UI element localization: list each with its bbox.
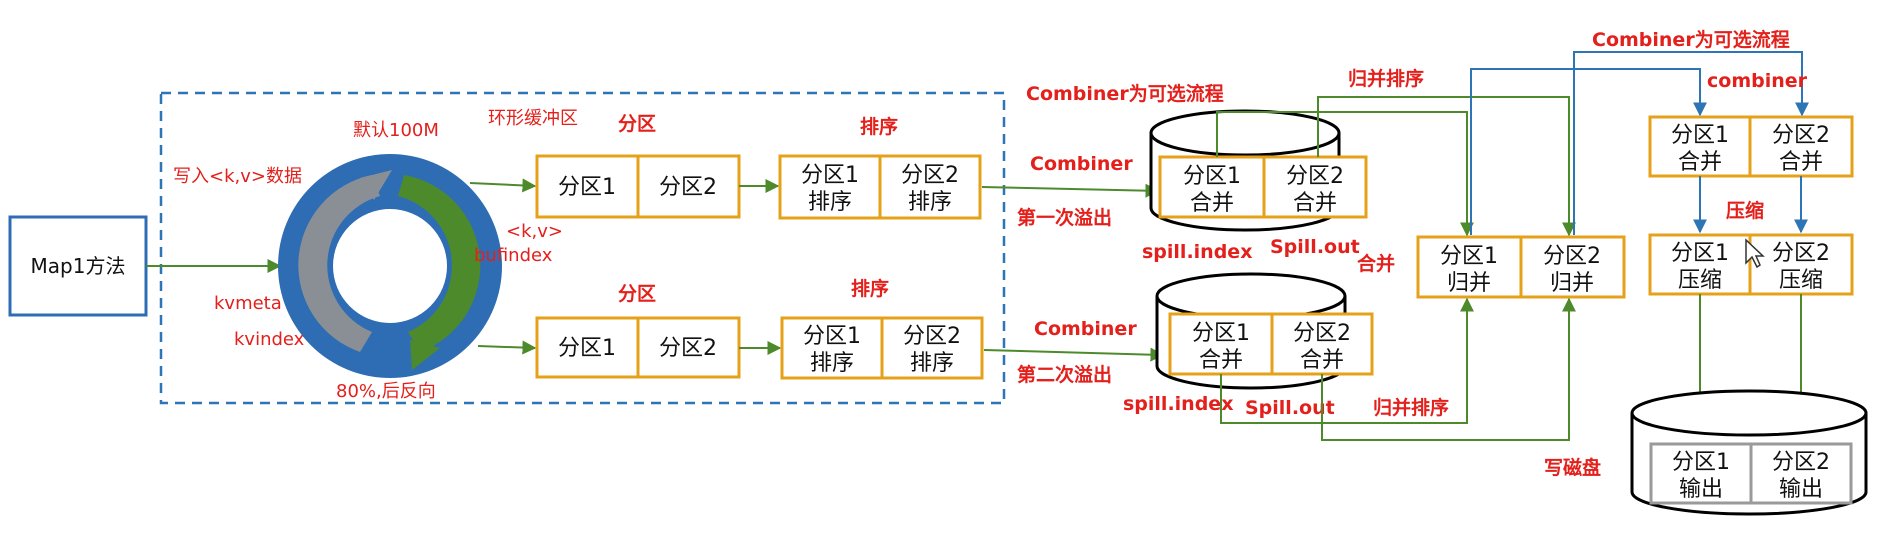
spill-out-label-2: Spill.out <box>1245 397 1335 419</box>
cell: 分区2 <box>659 175 717 200</box>
partition-label-2: 分区 <box>618 283 656 305</box>
first-spill-arrow <box>981 183 1160 198</box>
cell: 分区2 <box>1293 321 1351 346</box>
combiner-optional-label: Combiner为可选流程 <box>1026 82 1224 105</box>
partition-row-2: 分区1 分区2 <box>535 316 741 379</box>
spill-out-label-1: Spill.out <box>1270 236 1360 258</box>
output-disk: 分区1 输出 分区2 输出 <box>1630 389 1868 516</box>
spill-index-label-1: spill.index <box>1142 241 1252 263</box>
cell: 合并 <box>1678 150 1722 175</box>
map-task-boundary <box>159 91 1006 405</box>
kv-pair-label: <k,v> <box>506 221 563 242</box>
merge-label: 合并 <box>1357 252 1395 275</box>
buffer-to-partition-2-arrow <box>477 340 537 355</box>
ring-buffer <box>278 154 502 378</box>
cell: 排序 <box>810 351 854 376</box>
cell: 分区2 <box>901 163 959 188</box>
cell: 分区1 <box>1192 321 1250 346</box>
cell: 分区1 <box>558 175 616 200</box>
cell: 分区1 <box>1672 450 1730 475</box>
cell: 压缩 <box>1779 268 1823 293</box>
disk2-p1-to-merge-line <box>1220 297 1474 424</box>
combiner-optional-line-b <box>1573 51 1809 235</box>
combined-row: 分区1 合并 分区2 合并 <box>1648 115 1854 178</box>
cell: 分区1 <box>1183 164 1241 189</box>
sort-row-1: 分区1 排序 分区2 排序 <box>778 154 982 220</box>
reverse-label: 80%,后反向 <box>336 381 436 402</box>
write-kv-label: 写入<k,v>数据 <box>173 166 302 187</box>
gray-rotation-arrow <box>298 175 380 352</box>
combiner-optional-line-a <box>1470 68 1707 235</box>
cell: 分区1 <box>558 336 616 361</box>
cell: 排序 <box>808 190 852 215</box>
buffer-to-partition-1-arrow <box>469 178 537 193</box>
map-method-box <box>8 215 148 317</box>
combiner-label-2: Combiner <box>1034 318 1137 340</box>
cell: 合并 <box>1293 191 1337 216</box>
sort-label-2: 排序 <box>851 277 889 300</box>
spill-disk-1: 分区1 合并 分区2 合并 <box>1149 109 1368 232</box>
cell: 排序 <box>910 351 954 376</box>
first-spill-label: 第一次溢出 <box>1017 206 1112 229</box>
green-rotation-arrow <box>398 175 481 352</box>
cell: 分区2 <box>1543 244 1601 269</box>
combiner-lower-label: combiner <box>1707 70 1808 92</box>
cell: 排序 <box>908 190 952 215</box>
write-disk-label: 写磁盘 <box>1544 456 1601 479</box>
map-method-label: Map1方法 <box>31 254 126 278</box>
cell: 分区2 <box>1772 123 1830 148</box>
cell: 分区2 <box>1772 450 1830 475</box>
cell: 分区1 <box>1671 123 1729 148</box>
spill-index-label-2: spill.index <box>1123 393 1233 415</box>
partition-label-1: 分区 <box>618 113 656 135</box>
disk1-p1-to-merge-line <box>1216 111 1474 237</box>
cell: 合并 <box>1779 150 1823 175</box>
bufindex-label: bufindex <box>474 245 553 266</box>
disk1-p2-to-merge-line <box>1317 96 1576 237</box>
sort-label-1: 排序 <box>860 115 898 138</box>
compress-label: 压缩 <box>1726 199 1764 222</box>
combiner-optional-label-top: Combiner为可选流程 <box>1592 28 1790 51</box>
cell: 合并 <box>1300 348 1344 373</box>
sort-row-2: 分区1 排序 分区2 排序 <box>780 316 984 380</box>
mouse-cursor-icon <box>1745 238 1765 269</box>
cell: 分区1 <box>801 163 859 188</box>
cell: 压缩 <box>1678 268 1722 293</box>
cell: 输出 <box>1679 477 1723 502</box>
second-spill-arrow <box>983 347 1165 362</box>
cell: 输出 <box>1779 477 1823 502</box>
cell: 归并 <box>1550 271 1594 296</box>
cell: 分区2 <box>1286 164 1344 189</box>
disk2-p2-to-merge-line <box>1321 297 1576 441</box>
cell: 分区1 <box>803 324 861 349</box>
cell: 分区2 <box>903 324 961 349</box>
cell: 合并 <box>1199 348 1243 373</box>
cell: 归并 <box>1447 271 1491 296</box>
ring-buffer-label: 环形缓冲区 <box>488 108 578 129</box>
cell: 分区2 <box>1772 241 1830 266</box>
cell: 分区1 <box>1440 244 1498 269</box>
cell: 合并 <box>1190 191 1234 216</box>
kvmeta-label: kvmeta <box>214 293 282 314</box>
merge-sort-row: 分区1 归并 分区2 归并 <box>1416 235 1626 299</box>
default-size-label: 默认100M <box>353 120 439 141</box>
partition-row-1: 分区1 分区2 <box>535 154 741 219</box>
cell: 分区1 <box>1671 241 1729 266</box>
cell: 分区2 <box>659 336 717 361</box>
merge-sort-label-bottom: 归并排序 <box>1373 396 1449 419</box>
merge-sort-label-top: 归并排序 <box>1348 67 1424 90</box>
combiner-label-1: Combiner <box>1030 153 1133 175</box>
second-spill-label: 第二次溢出 <box>1017 363 1112 386</box>
spill-disk-2: 分区1 合并 分区2 合并 <box>1155 272 1374 390</box>
kvindex-label: kvindex <box>234 329 305 350</box>
